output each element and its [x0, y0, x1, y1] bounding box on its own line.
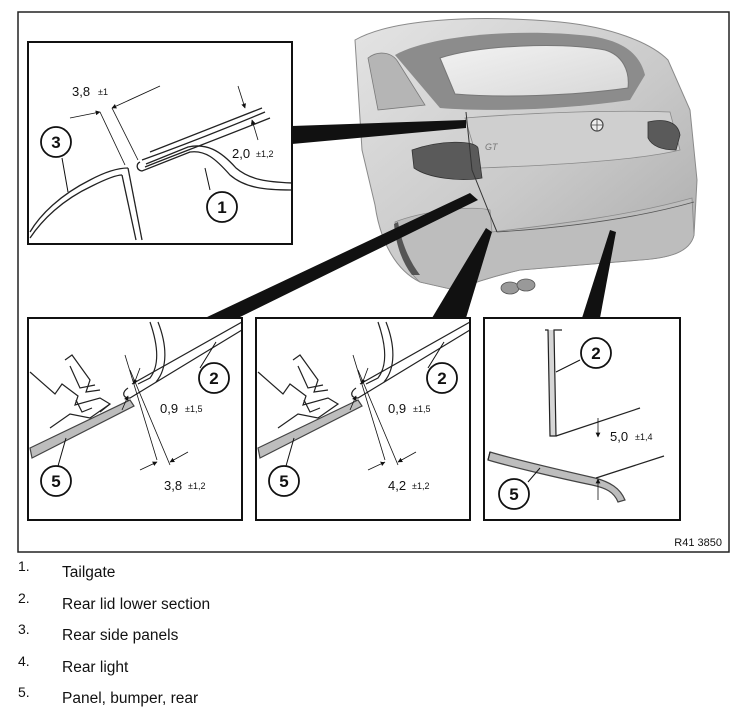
- callout-right-5: 5: [509, 485, 518, 504]
- inset-left: 0,9 ±1,5 3,8 ±1,2 2 5: [27, 317, 243, 521]
- legend-text: Rear lid lower section: [62, 595, 211, 613]
- connector-wedge-middle: [432, 228, 492, 318]
- dim-top-2-value: 2,0: [232, 146, 250, 161]
- dim-left-2-value: 3,8: [164, 478, 182, 493]
- dim-left-2-tol: ±1,2: [188, 481, 205, 491]
- legend-number: 5.: [18, 684, 30, 700]
- legend-number: 1.: [18, 558, 30, 574]
- dim-top-1-tol: ±1: [98, 87, 108, 97]
- legend-item: 5. Panel, bumper, rear: [18, 682, 718, 714]
- legend: 1. Tailgate 2. Rear lid lower section 3.…: [18, 556, 718, 714]
- dim-middle-1-value: 0,9: [388, 401, 406, 416]
- callout-right-2: 2: [591, 344, 600, 363]
- inset-middle: 0,9 ±1,5 4,2 ±1,2 2 5: [255, 317, 471, 521]
- legend-text: Rear side panels: [62, 627, 179, 644]
- dim-middle-1-tol: ±1,5: [413, 404, 430, 414]
- dim-top-1-value: 3,8: [72, 84, 90, 99]
- legend-item: 3. Rear side panels: [18, 619, 718, 651]
- inset-right: 5,0 ±1,4 2 5: [483, 317, 681, 521]
- dim-right-1-tol: ±1,4: [635, 432, 652, 442]
- connector-wedge-right: [582, 230, 616, 318]
- legend-item: 4. Rear light: [18, 651, 718, 683]
- legend-text: Panel, bumper, rear: [62, 690, 199, 707]
- legend-text: Tailgate: [62, 564, 116, 581]
- dim-top-2-tol: ±1,2: [256, 149, 273, 159]
- dim-right-1-value: 5,0: [610, 429, 628, 444]
- dim-middle-2-value: 4,2: [388, 478, 406, 493]
- connector-wedge-top: [292, 120, 466, 144]
- legend-item: 2. Rear lid lower section: [18, 588, 718, 620]
- legend-number: 4.: [18, 652, 30, 669]
- figure-id: R41 3850: [674, 537, 722, 549]
- car-illustration: GT: [354, 18, 698, 295]
- inset-top: 3,8 ±1 2,0 ±1,2 3 1: [27, 41, 293, 245]
- connector-wedge-left: [205, 193, 478, 318]
- legend-number: 2.: [18, 589, 30, 606]
- legend-item: 1. Tailgate: [18, 556, 718, 588]
- svg-text:GT: GT: [485, 142, 499, 152]
- callout-middle-5: 5: [279, 472, 288, 491]
- dim-left-1-value: 0,9: [160, 401, 178, 416]
- legend-text: Rear light: [62, 658, 129, 676]
- callout-left-5: 5: [51, 472, 60, 491]
- callout-left-2: 2: [209, 369, 218, 388]
- dim-middle-2-tol: ±1,2: [412, 481, 429, 491]
- dim-left-1-tol: ±1,5: [185, 404, 202, 414]
- callout-middle-2: 2: [437, 369, 446, 388]
- legend-number: 3.: [18, 621, 30, 637]
- callout-top-1: 1: [217, 198, 226, 217]
- callout-top-3: 3: [51, 133, 60, 152]
